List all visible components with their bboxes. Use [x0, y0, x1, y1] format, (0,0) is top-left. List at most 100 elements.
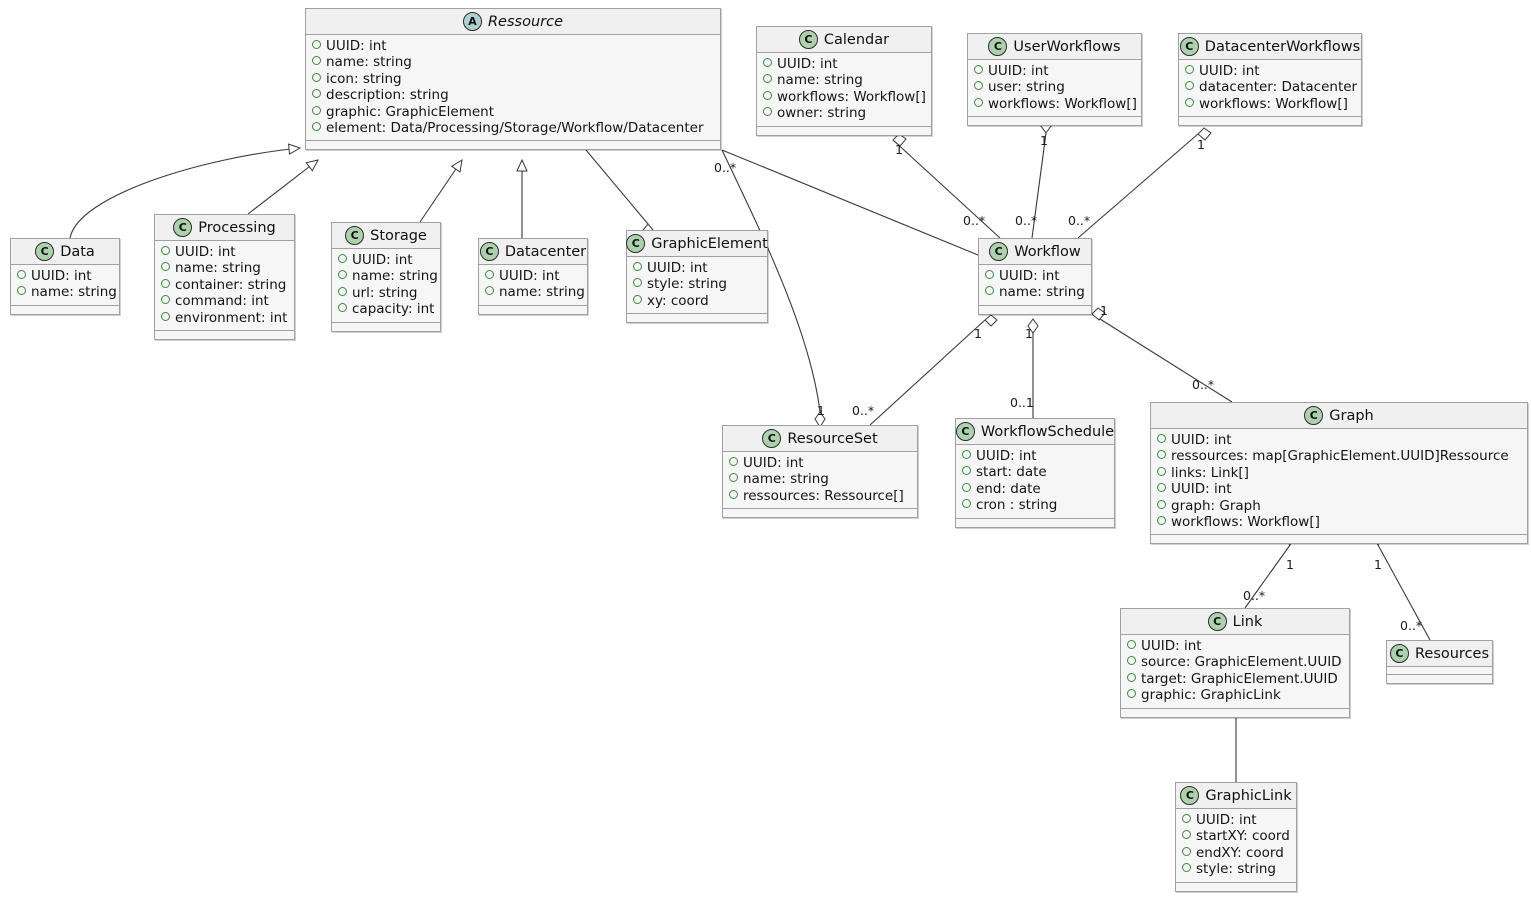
attribute-label: ressources: Ressource[]	[743, 487, 904, 504]
attribute-label: startXY: coord	[1196, 828, 1290, 845]
public-visibility-icon	[985, 286, 994, 296]
public-visibility-icon	[1157, 466, 1166, 476]
public-visibility-icon	[763, 58, 772, 67]
class-icon: C	[345, 226, 365, 245]
class-icon: C	[626, 234, 646, 253]
public-visibility-icon	[763, 90, 772, 100]
class-methods-link	[1121, 708, 1349, 717]
public-visibility-icon	[161, 262, 170, 272]
public-visibility-icon	[729, 457, 738, 466]
class-name-resources: Resources	[1414, 645, 1490, 662]
class-name-graph: Graph	[1329, 407, 1374, 424]
attribute-label: environment: int	[175, 309, 288, 326]
class-attributes-resources	[1387, 667, 1492, 675]
class-methods-resourceset	[723, 509, 917, 518]
public-visibility-icon	[161, 295, 170, 305]
class-methods-processing	[155, 331, 294, 340]
attribute-row: style: string	[633, 276, 761, 292]
attribute-row: cron : string	[962, 497, 1108, 513]
class-methods-ressource	[306, 141, 720, 150]
public-visibility-icon	[1157, 516, 1166, 526]
attribute-row: UUID: int	[962, 448, 1108, 464]
public-visibility-icon	[17, 270, 26, 279]
class-methods-workflow	[979, 305, 1091, 314]
attribute-row: startXY: coord	[1182, 828, 1290, 844]
attribute-row: graphic: GraphicLink	[1127, 687, 1343, 703]
class-icon: C	[1179, 37, 1199, 56]
public-visibility-icon	[1182, 863, 1191, 873]
attribute-row: workflows: Workflow[]	[1157, 514, 1521, 530]
public-visibility-icon	[1127, 672, 1136, 682]
attribute-row: UUID: int	[17, 268, 113, 284]
public-visibility-icon	[485, 286, 494, 296]
public-visibility-icon	[1182, 846, 1191, 856]
multiplicity-label: 1	[1025, 326, 1033, 341]
multiplicity-label: 1	[1286, 557, 1294, 572]
public-visibility-icon	[962, 450, 971, 459]
public-visibility-icon	[1157, 499, 1166, 509]
attribute-row: datacenter: Datacenter	[1185, 79, 1357, 95]
class-methods-data	[11, 305, 119, 314]
attribute-label: name: string	[999, 284, 1085, 301]
attribute-label: links: Link[]	[1171, 464, 1249, 481]
multiplicity-label: 0..*	[1400, 618, 1423, 633]
attribute-label: UUID: int	[352, 252, 413, 268]
multiplicity-label: 1	[1100, 303, 1108, 318]
edge-storage-ressource	[419, 158, 463, 223]
public-visibility-icon	[338, 303, 347, 313]
public-visibility-icon	[633, 294, 642, 304]
class-methods-datacenter	[479, 305, 587, 314]
attribute-label: UUID: int	[326, 38, 387, 54]
edge-ressource-graphicelement	[585, 149, 654, 238]
public-visibility-icon	[974, 65, 983, 74]
public-visibility-icon	[312, 56, 321, 66]
attribute-row: endXY: coord	[1182, 845, 1290, 861]
attribute-label: source: GraphicElement.UUID	[1141, 654, 1342, 671]
attribute-row: UUID: int	[974, 63, 1135, 79]
attribute-row: icon: string	[312, 71, 714, 87]
attribute-row: ressources: Ressource[]	[729, 488, 911, 504]
public-visibility-icon	[161, 278, 170, 288]
attribute-label: UUID: int	[1171, 481, 1232, 498]
attribute-label: name: string	[499, 284, 585, 301]
attribute-row: UUID: int	[1157, 481, 1521, 497]
attribute-row: name: string	[338, 268, 438, 284]
attribute-row: UUID: int	[985, 268, 1085, 284]
attribute-label: command: int	[175, 293, 269, 310]
attribute-label: name: string	[31, 284, 117, 301]
attribute-row: url: string	[338, 285, 434, 301]
attribute-row: workflows: Workflow[]	[974, 96, 1137, 112]
class-icon: C	[173, 218, 193, 237]
public-visibility-icon	[1185, 97, 1194, 107]
public-visibility-icon	[974, 97, 983, 107]
class-methods-graphiclink	[1176, 882, 1296, 891]
attribute-label: element: Data/Processing/Storage/Workflo…	[326, 120, 704, 137]
multiplicity-label: 0..*	[852, 403, 875, 418]
